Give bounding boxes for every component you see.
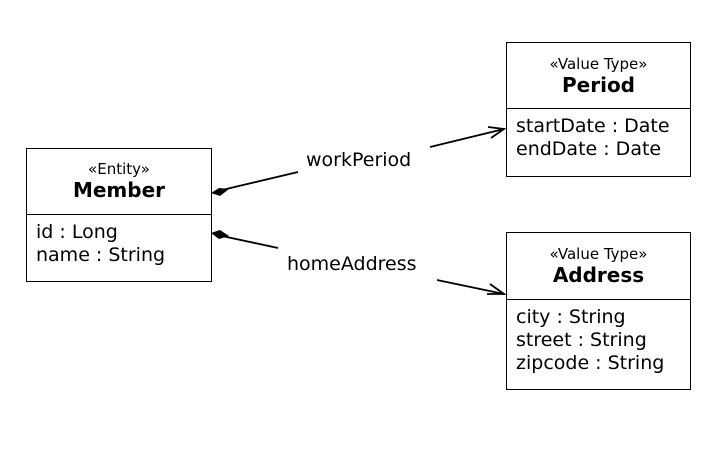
member-attribute: id : Long (36, 221, 118, 243)
work-period-line-segment-1 (221, 171, 299, 191)
address-attribute: zipcode : String (516, 352, 665, 374)
member-stereotype: «Entity» (88, 160, 150, 178)
address-attributes: city : String street : String zipcode : … (507, 300, 690, 375)
home-address-line-segment-2 (436, 279, 505, 295)
member-attribute: name : String (36, 244, 166, 266)
period-attribute: startDate : Date (516, 115, 670, 137)
address-class-name: Address (552, 263, 645, 287)
home-address-composition-diamond (211, 230, 229, 239)
home-address-line-segment-1 (221, 235, 279, 249)
period-stereotype: «Value Type» (549, 55, 648, 73)
period-attribute: endDate : Date (516, 138, 662, 160)
address-stereotype: «Value Type» (549, 245, 648, 263)
member-class-header: «Entity» Member (27, 149, 211, 215)
home-address-arrowhead (487, 283, 507, 295)
address-class-box: «Value Type» Address city : String stree… (506, 232, 691, 390)
address-attribute: city : String (516, 306, 626, 328)
period-class-box: «Value Type» Period startDate : Date end… (506, 42, 691, 177)
address-attribute: street : String (516, 329, 647, 351)
period-class-name: Period (562, 73, 635, 97)
work-period-line-segment-2 (429, 128, 505, 148)
period-attributes: startDate : Date endDate : Date (507, 109, 690, 161)
work-period-arrowhead (487, 126, 507, 139)
member-class-box: «Entity» Member id : Long name : String (26, 148, 212, 282)
address-class-header: «Value Type» Address (507, 233, 690, 300)
home-address-label: homeAddress (287, 253, 417, 275)
work-period-composition-diamond (211, 188, 229, 196)
member-class-name: Member (72, 178, 166, 202)
period-class-header: «Value Type» Period (507, 43, 690, 109)
work-period-label: workPeriod (306, 149, 412, 171)
member-attributes: id : Long name : String (27, 215, 211, 267)
